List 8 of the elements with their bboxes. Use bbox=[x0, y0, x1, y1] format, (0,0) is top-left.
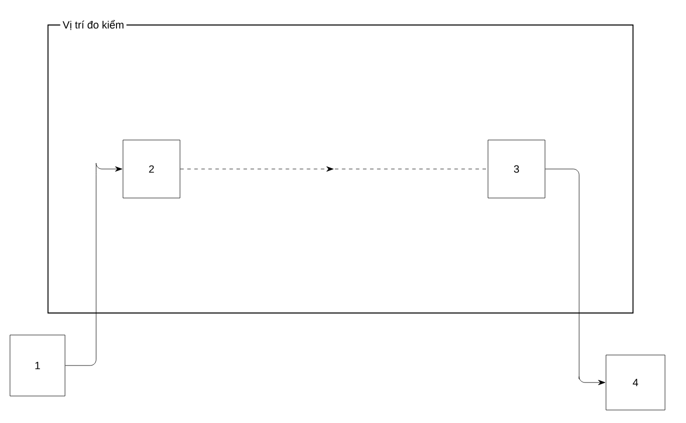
process-box: 4 bbox=[606, 354, 666, 410]
arrow bbox=[65, 162, 122, 366]
frame-label: Vị trí đo kiểm bbox=[60, 18, 126, 32]
process-box: 3 bbox=[488, 140, 546, 198]
arrow bbox=[545, 168, 606, 386]
process-box: 2 bbox=[122, 140, 180, 198]
process-box: 1 bbox=[10, 334, 66, 396]
arrow bbox=[180, 166, 488, 172]
